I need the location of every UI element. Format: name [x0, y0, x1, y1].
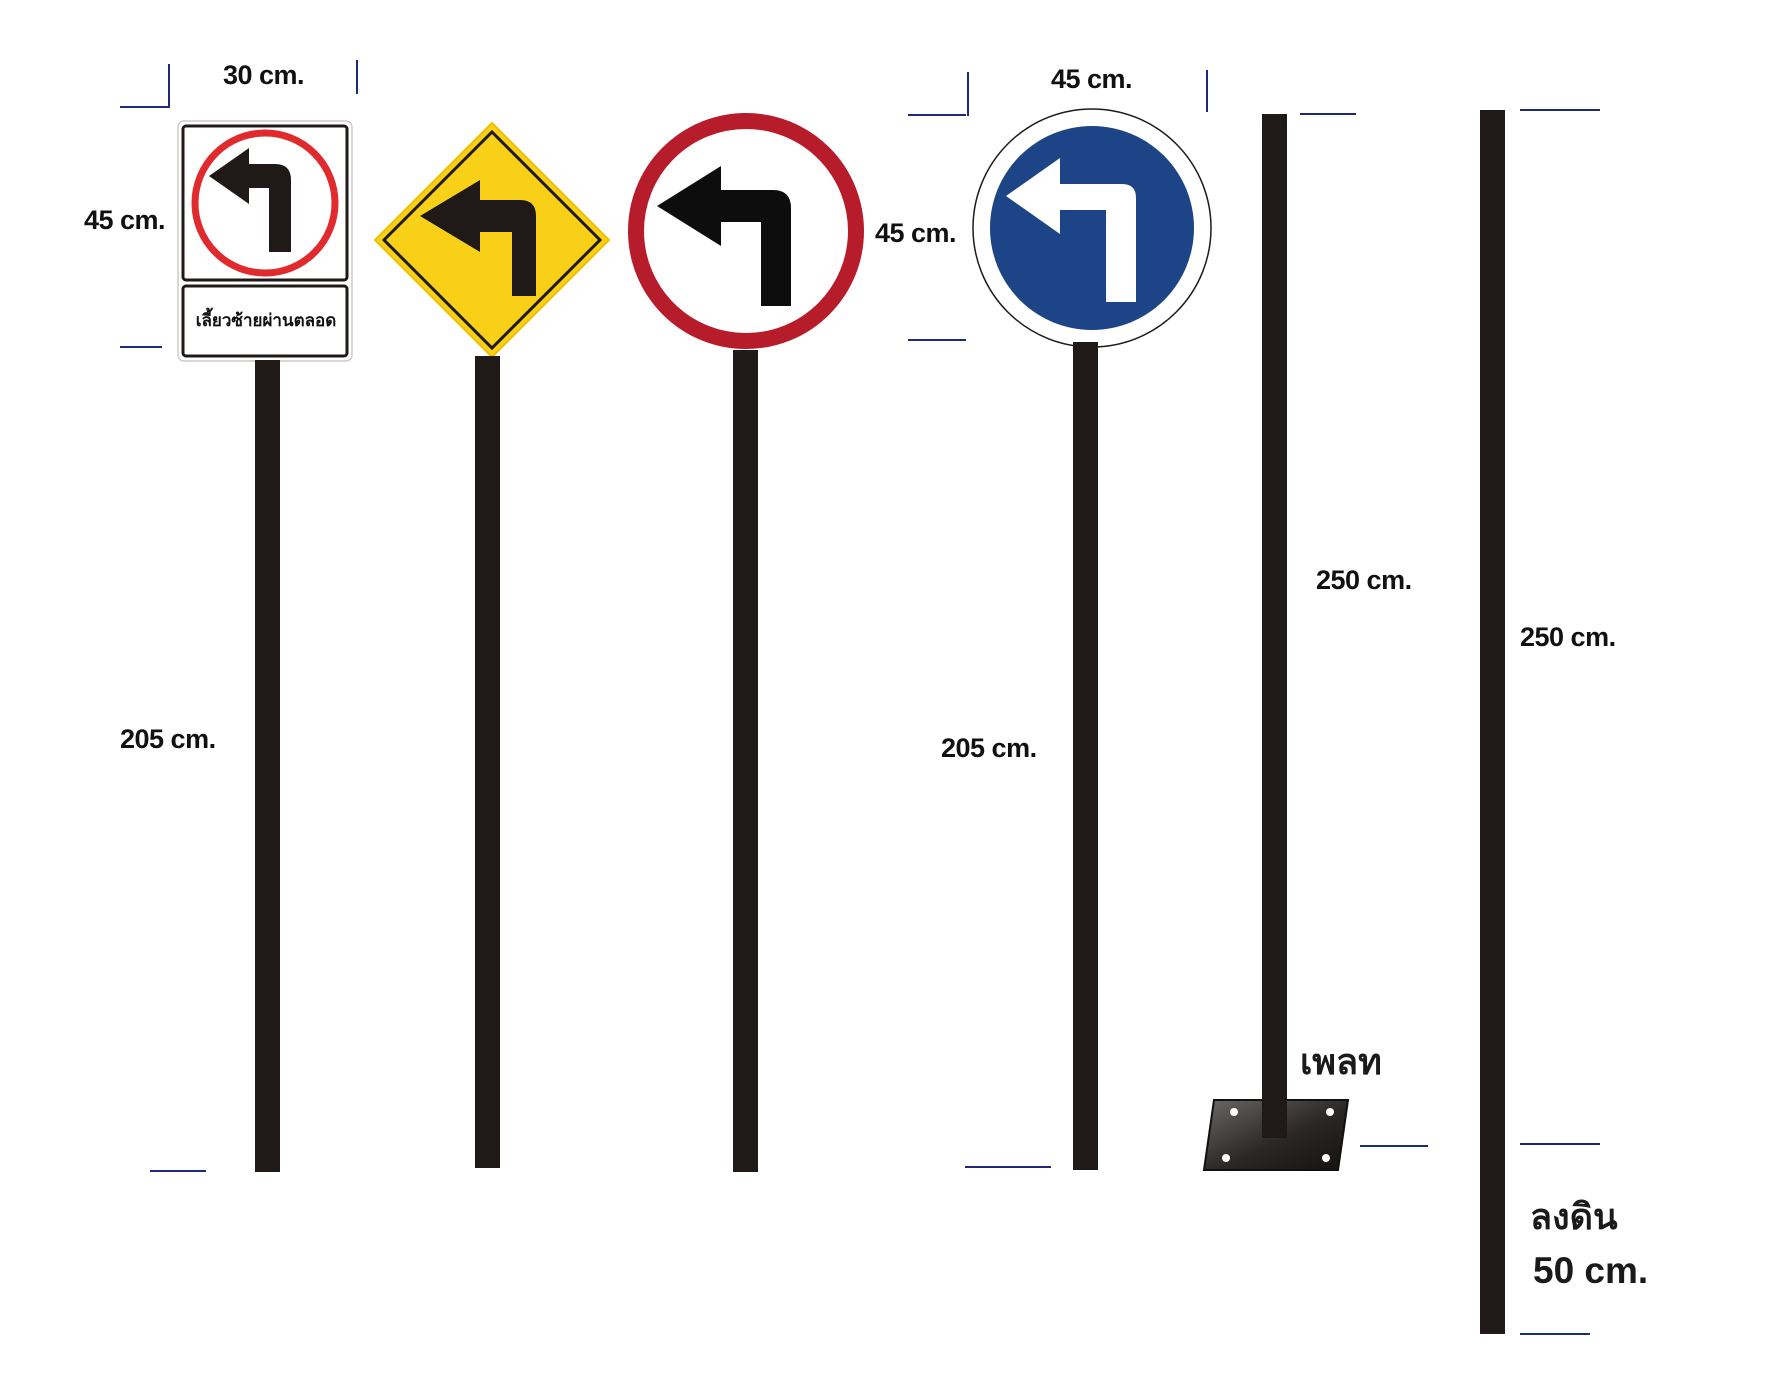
sign4-pole	[1073, 342, 1098, 1170]
dim-tick-sign1-width-right	[356, 60, 358, 94]
dim-tick-ground-pole-bottom	[1520, 1333, 1590, 1335]
dim-tick-ground-pole-top	[1520, 109, 1600, 111]
sign1-width-label: 30 cm.	[223, 60, 305, 90]
dim-tick-plate-pole-top	[1300, 113, 1356, 115]
dim-tick-sign4-width-right	[1206, 70, 1208, 112]
turn-left-arrow-icon	[420, 180, 536, 296]
sign4-width-label: 45 cm.	[1051, 64, 1133, 94]
plate-pole-length-label: 250 cm.	[1316, 565, 1412, 595]
dim-tick-sign1-height-bottom	[120, 346, 162, 348]
dim-tick-sign1-width-left-horizontal	[120, 106, 170, 108]
dim-tick-sign1-pole-bottom	[150, 1170, 206, 1172]
dim-tick-sign4-width-left-vertical	[967, 72, 969, 116]
ground-depth-label: 50 cm.	[1533, 1250, 1649, 1291]
sign3-pole	[733, 350, 758, 1172]
sign1-pole-label: 205 cm.	[120, 724, 216, 754]
sign1-subtext: เลี้ยวซ้ายผ่านตลอด	[195, 311, 337, 331]
dim-tick-plate-pole-bottom	[1360, 1145, 1428, 1147]
sign1-pole	[255, 360, 280, 1172]
sign1-rect-sign	[177, 120, 353, 362]
dim-tick-sign4-width-left-horizontal	[908, 114, 966, 116]
sign2-diamond-sign	[373, 121, 611, 359]
turn-left-arrow-icon	[209, 148, 291, 252]
sign4-height-label: 45 cm.	[875, 218, 957, 248]
sign1-red-circle	[191, 129, 339, 277]
turn-left-arrow-icon	[1006, 158, 1136, 302]
dim-tick-ground-level	[1520, 1143, 1600, 1145]
sign4-blue-round-sign	[972, 108, 1212, 348]
sign1-height-label: 45 cm.	[84, 205, 166, 235]
sign4-pole-label: 205 cm.	[941, 733, 1037, 763]
sign3-red-ring-sign	[628, 113, 864, 349]
ground-pole	[1480, 110, 1505, 1334]
base-plate-icon	[1202, 1098, 1350, 1171]
ground-label: ลงดิน	[1530, 1197, 1618, 1238]
ground-pole-length-label: 250 cm.	[1520, 622, 1616, 652]
dim-tick-sign4-pole-bottom	[965, 1166, 1051, 1168]
turn-left-arrow-icon	[657, 166, 791, 306]
plate-pole	[1262, 114, 1287, 1140]
plate-label: เพลท	[1300, 1042, 1382, 1083]
sign2-pole	[475, 356, 500, 1168]
dim-tick-sign1-width-left-vertical	[168, 64, 170, 106]
dim-tick-sign4-height-bottom	[908, 339, 966, 341]
